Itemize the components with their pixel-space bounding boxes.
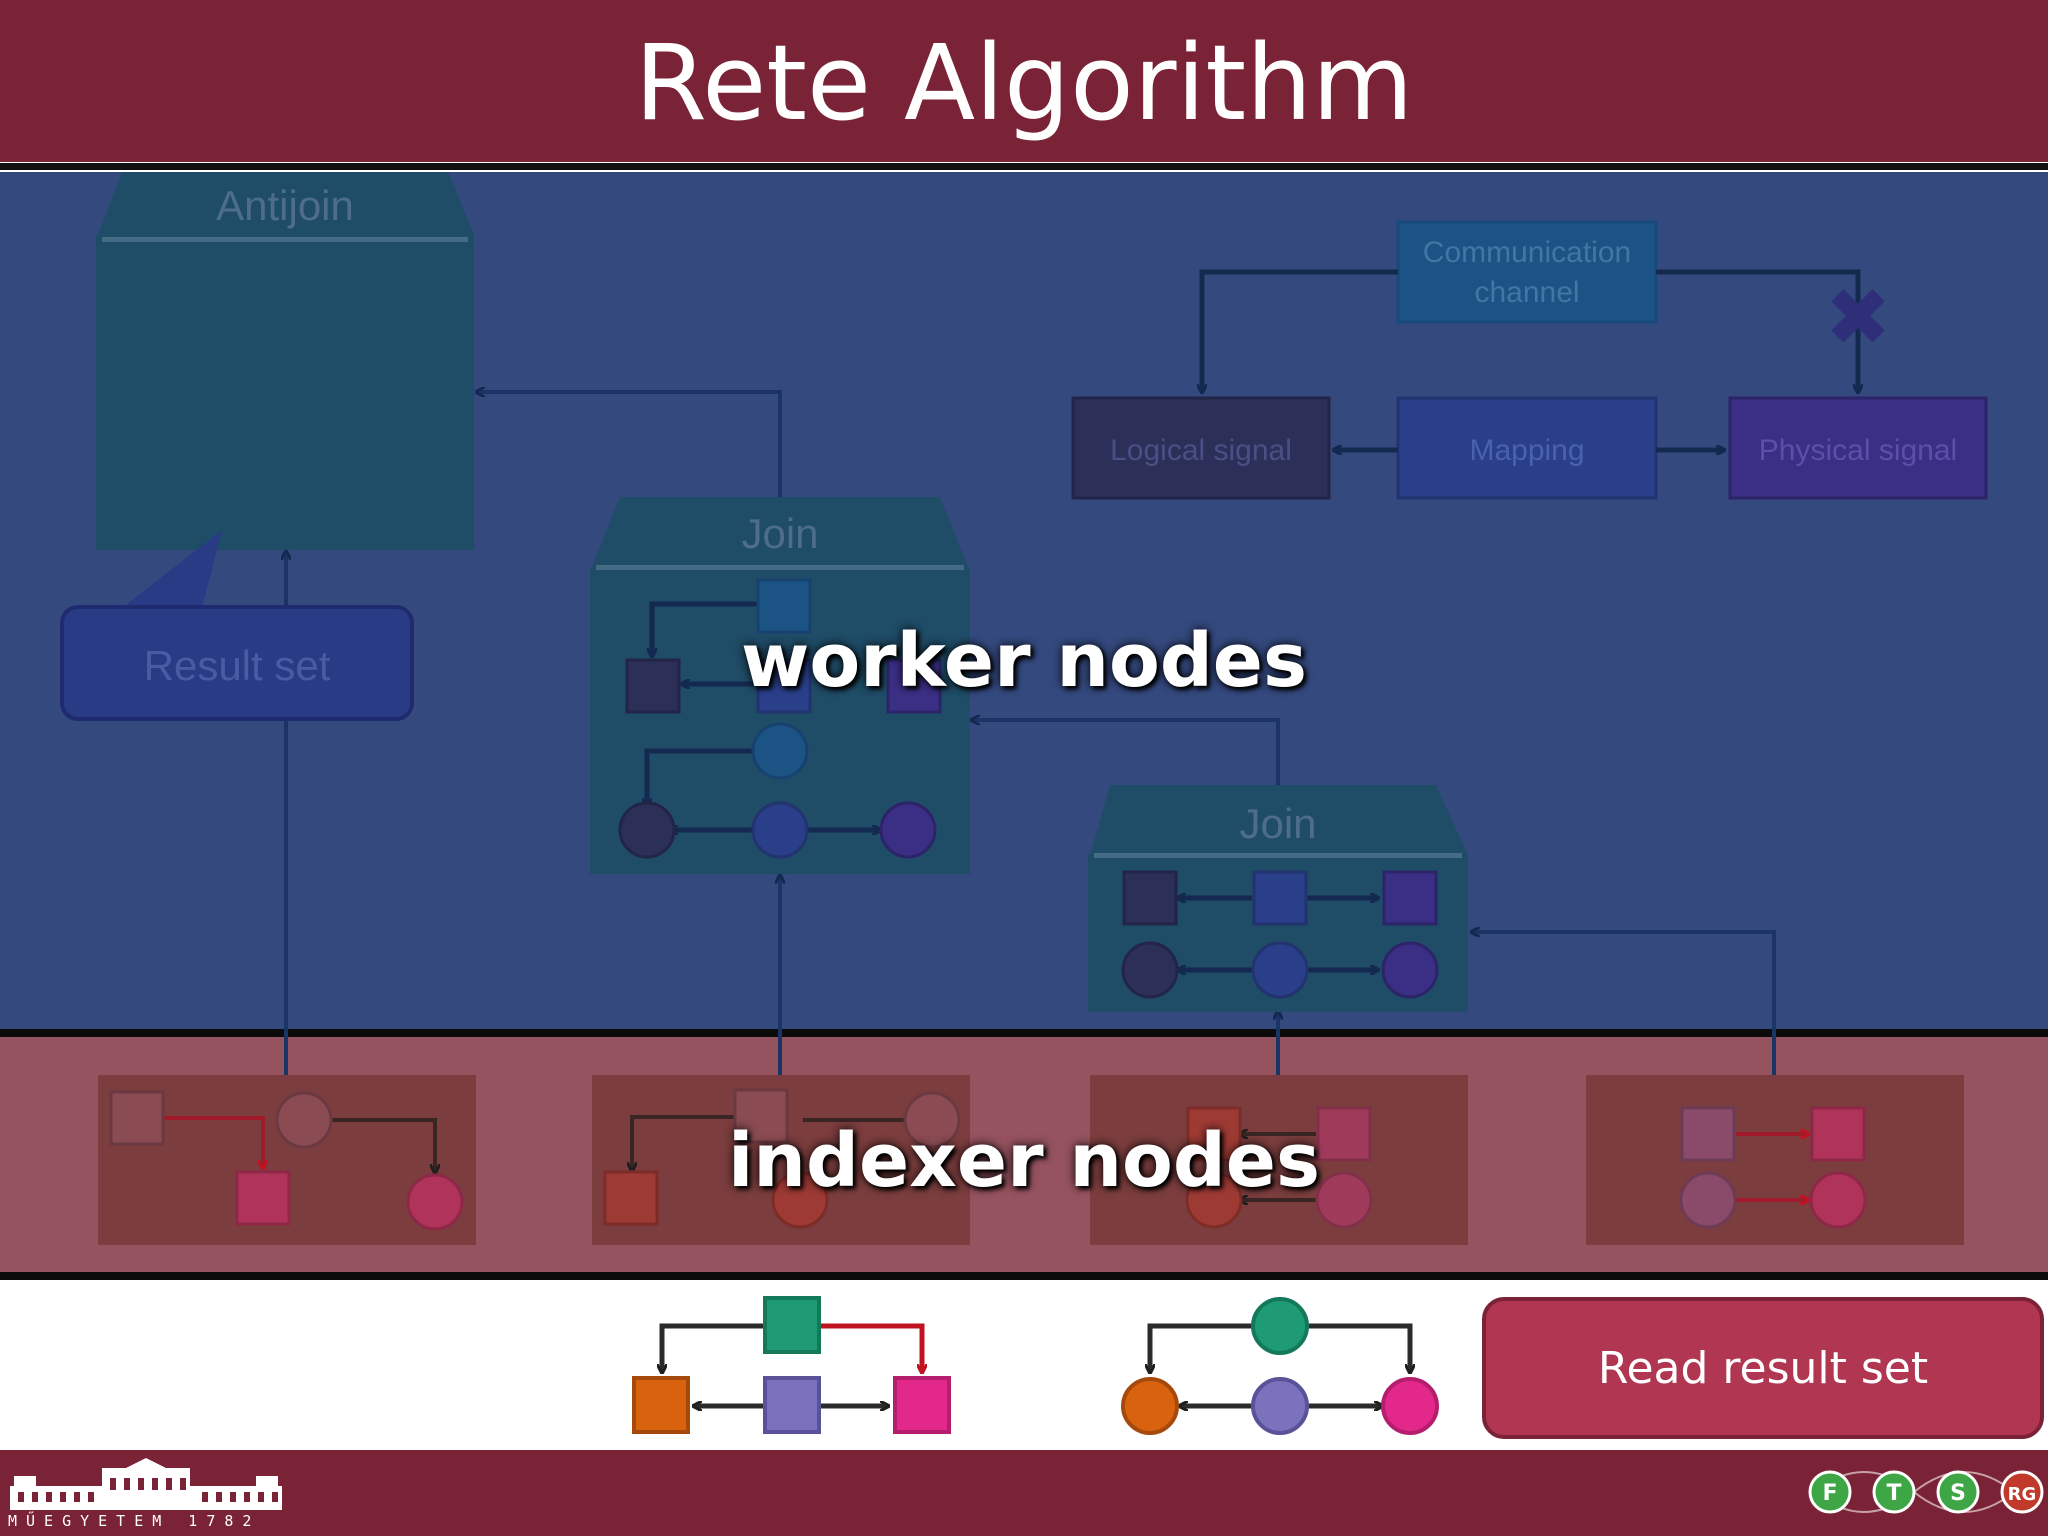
orange-square: [632, 1376, 690, 1434]
orange-circle: [1121, 1377, 1179, 1435]
join-node-1: Join: [590, 497, 970, 874]
communication-channel-line-2: channel: [1474, 276, 1579, 309]
edge-indexer4-to-join2: [1472, 932, 1776, 1075]
indexer-node-1: [98, 1075, 476, 1245]
title-separator: [0, 163, 2048, 170]
green-square: [763, 1296, 821, 1354]
badge-t-text: T: [1886, 1481, 1901, 1506]
physical-signal-box: [1728, 396, 1988, 500]
university-building-logo: [10, 1458, 282, 1510]
join-1-label: Join: [741, 510, 818, 557]
badge-t-icon: [1872, 1470, 1916, 1514]
purple-circle: [1251, 1377, 1309, 1435]
result-set-callout: Result set: [60, 530, 414, 721]
indexer-nodes-label: indexer nodes: [727, 1118, 1321, 1204]
pink-square: [893, 1376, 951, 1434]
antijoin-node: Antijoin: [96, 172, 474, 550]
read-result-set-label: Read result set: [1597, 1342, 1929, 1394]
badge-f-text: F: [1822, 1481, 1837, 1506]
legend-squares: [632, 1296, 951, 1434]
indexer-node-2: [592, 1075, 970, 1245]
result-set-label: Result set: [144, 642, 331, 689]
footer-bar: [0, 1450, 2048, 1536]
antijoin-label: Antijoin: [216, 182, 354, 229]
badge-rg-text: RG: [2008, 1484, 2037, 1505]
legend-circles: [1121, 1297, 1439, 1435]
worker-nodes-label: worker nodes: [740, 618, 1308, 704]
read-result-set-button: Read result set: [1482, 1297, 2044, 1439]
indexer-node-3: [1090, 1075, 1468, 1245]
green-circle: [1251, 1297, 1309, 1355]
logical-signal-box: [1071, 396, 1331, 500]
badge-f-icon: [1808, 1470, 1852, 1514]
title-bar: Rete Algorithm: [0, 0, 2048, 162]
indexer-node-4: [1586, 1075, 1964, 1245]
badge-s-icon: [1936, 1470, 1980, 1514]
join-2-label: Join: [1239, 800, 1316, 847]
university-logo-text: MŰEGYETEM 1782: [8, 1512, 261, 1530]
slide-title: Rete Algorithm: [634, 22, 1414, 144]
signal-legend: Communication channel ✖ Logical signal M…: [1071, 220, 1988, 500]
edge-join2-to-join1: [972, 720, 1280, 785]
purple-square: [763, 1376, 821, 1434]
mapping-label: Mapping: [1469, 434, 1584, 467]
region-divider-top: [0, 1029, 2048, 1037]
logical-signal-label: Logical signal: [1110, 434, 1292, 467]
communication-channel-box: [1396, 220, 1658, 324]
edge-join1-to-antijoin: [477, 392, 782, 500]
badge-rg-icon: [2000, 1470, 2044, 1514]
research-group-logo: F T S RG: [1808, 1470, 2044, 1514]
join-node-2: Join: [1088, 785, 1468, 1012]
physical-signal-label: Physical signal: [1759, 434, 1957, 467]
communication-channel-line-1: Communication: [1423, 236, 1631, 269]
badge-s-text: S: [1950, 1481, 1966, 1506]
blocked-x-icon: ✖: [1824, 271, 1891, 364]
region-divider-bottom: [0, 1272, 2048, 1280]
pink-circle: [1381, 1377, 1439, 1435]
